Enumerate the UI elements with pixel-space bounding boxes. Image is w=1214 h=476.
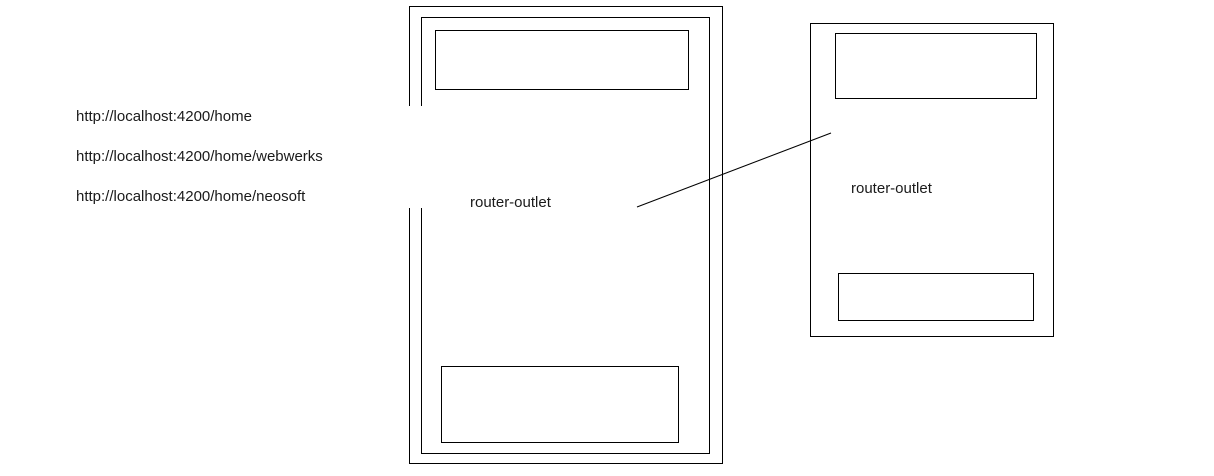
url-neosoft: http://localhost:4200/home/neosoft: [76, 188, 306, 205]
left-header-box: [435, 30, 689, 90]
right-app-frame: [810, 23, 1054, 337]
left-outer-border: [409, 6, 723, 464]
left-app-frame: [409, 6, 723, 464]
connector-line: [636, 132, 832, 208]
url-home: http://localhost:4200/home: [76, 108, 252, 125]
left-router-outlet-label: router-outlet: [470, 194, 551, 211]
right-router-outlet-label: router-outlet: [851, 180, 932, 197]
left-inner-border: [421, 17, 710, 454]
url-list: http://localhost:4200/home http://localh…: [76, 108, 323, 228]
right-header-box: [835, 33, 1037, 99]
right-footer-box: [838, 273, 1034, 321]
left-footer-box: [441, 366, 679, 443]
right-outer-border: [810, 23, 1054, 337]
url-webwerks: http://localhost:4200/home/webwerks: [76, 148, 323, 165]
